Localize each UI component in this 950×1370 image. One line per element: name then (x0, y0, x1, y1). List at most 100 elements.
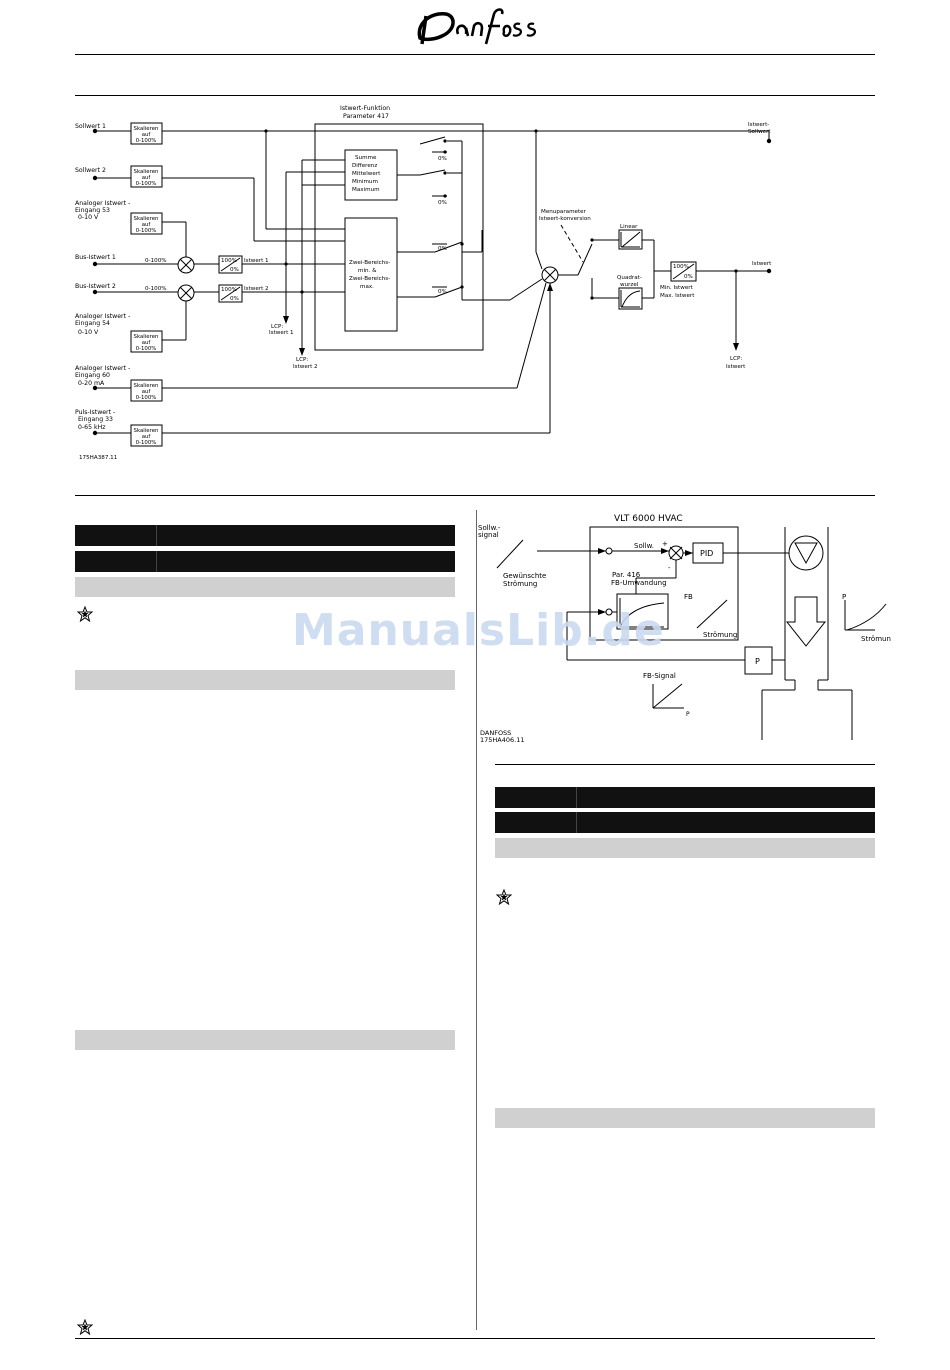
scale-5-l1: Skalieren (134, 383, 159, 389)
func-mean: Mittelwert (352, 171, 381, 177)
label-istwert-1: Istwert 1 (244, 258, 269, 264)
right-table-sep-2 (576, 812, 577, 833)
label-puls-33-3: 0-65 kHz (78, 424, 106, 431)
limiter-2-top: 100% (221, 287, 237, 293)
label-analog-60-3: 0-20 mA (78, 380, 105, 387)
minus-sign: - (668, 564, 671, 572)
label-analog-54-1: Analoger Istwert - (75, 313, 130, 320)
right-table-header-1 (495, 787, 875, 808)
fb-signal-label: FB-Signal (643, 672, 676, 680)
scale-3-l1: Skalieren (134, 216, 159, 222)
scale-2-l3: 0-100% (136, 181, 157, 187)
par-416-l1: Par. 416 (612, 571, 641, 579)
lcp-3-l1: LCP: (730, 356, 742, 362)
fb-p-label: P (686, 711, 690, 718)
pid-label: PID (700, 549, 713, 558)
sollw-label: Sollw. (634, 542, 654, 550)
section-rule-2 (75, 495, 875, 496)
limiter-1-bot: 0% (230, 267, 239, 273)
sollw-signal-l2: signal (478, 531, 499, 539)
left-table-sep-1 (156, 525, 157, 546)
func-diff: Differenz (352, 163, 377, 169)
lcp-3-l2: Istwert (726, 364, 746, 370)
out-setpoint-l1: Istwert- (748, 122, 769, 128)
scale-6-l2: auf (142, 434, 151, 440)
fb-label: FB (684, 593, 693, 601)
section-rule-1 (75, 95, 875, 96)
danfoss-logo (417, 8, 536, 45)
scale-4-l1: Skalieren (134, 334, 159, 340)
limiter-1-top: 100% (221, 258, 237, 264)
scale-3-l3: 0-100% (136, 228, 157, 234)
stroemung-outer: Strömun (861, 635, 891, 643)
scale-1-l1: Skalieren (134, 126, 159, 132)
label-max-istwert: Max. Istwert (660, 293, 695, 299)
right-gray-bar-1 (495, 838, 875, 858)
scale-4-l3: 0-100% (136, 346, 157, 352)
menu-param-l2: Istwert-konversion (539, 216, 591, 222)
diagram-2-code-l1: DANFOSS (480, 729, 511, 737)
scale-2-l1: Skalieren (134, 169, 159, 175)
scale-5-l3: 0-100% (136, 395, 157, 401)
factory-setting-star-icon (77, 606, 93, 622)
stroemung-inner: Strömung (703, 631, 737, 639)
label-sqrt-l1: Quadrat- (617, 275, 642, 281)
func-max: Maximum (352, 187, 380, 193)
left-table-header-2 (75, 551, 455, 572)
range-bus-2: 0-100% (145, 286, 167, 292)
zone-l2: min. & (358, 268, 377, 274)
label-analog-53-3: 0-10 V (78, 214, 99, 221)
scale-1-l3: 0-100% (136, 138, 157, 144)
left-gray-bar-2 (75, 670, 455, 690)
range-bus-1: 0-100% (145, 258, 167, 264)
vlt-title: VLT 6000 HVAC (614, 514, 683, 524)
sollw-signal-l1: Sollw.- (478, 524, 501, 532)
label-sollwert-2: Sollwert 2 (75, 167, 106, 174)
left-table-header-1 (75, 525, 455, 546)
menu-param-l1: Menuparameter (541, 209, 587, 215)
par-416-l2: FB-Umwandung (611, 579, 667, 587)
label-analog-53-2: Eingang 53 (75, 207, 110, 214)
p-box-label: P (755, 657, 760, 666)
footer-star-icon (77, 1319, 93, 1335)
scale-3-l2: auf (142, 222, 151, 228)
p-axis-label: P (842, 593, 846, 601)
gewuenscht-l2: Strömung (503, 580, 537, 588)
scale-6-l3: 0-100% (136, 440, 157, 446)
zero-4: 0% (438, 289, 447, 295)
footer-rule (75, 1338, 875, 1339)
scale-6-l1: Skalieren (134, 428, 159, 434)
left-gray-bar-3 (75, 1030, 455, 1050)
limiter-3-top: 100% (673, 264, 689, 270)
scale-5-l2: auf (142, 389, 151, 395)
label-analog-54-3: 0-10 V (78, 329, 99, 336)
right-gray-bar-2 (495, 1108, 875, 1128)
diagram-2-code-l2: 175HA406.11 (480, 736, 524, 744)
left-gray-bar-1 (75, 577, 455, 597)
label-min-istwert: Min. Istwert (660, 285, 694, 291)
left-table-sep-2 (156, 551, 157, 572)
label-puls-33-1: Puls-Istwert - (75, 409, 115, 416)
label-sollwert-1: Sollwert 1 (75, 123, 106, 130)
column-divider (476, 510, 477, 1330)
zone-l1: Zwei-Bereichs- (349, 260, 390, 266)
zero-2: 0% (438, 200, 447, 206)
factory-setting-star-icon (496, 889, 512, 905)
vlt-hvac-diagram: VLT 6000 HVAC Sollw.- signal Gewünschte … (478, 514, 891, 744)
lcp-2-l1: LCP: (296, 357, 308, 363)
zone-l4: max. (360, 284, 374, 290)
limiter-2-bot: 0% (230, 296, 239, 302)
watermark: ManualsLib.de (292, 605, 665, 656)
limiter-3-bot: 0% (684, 274, 693, 280)
label-sqrt-l2: wurzel (620, 282, 639, 288)
right-table-header-2 (495, 812, 875, 833)
label-analog-54-2: Eingang 54 (75, 320, 110, 327)
label-bus-1: Bus-Istwert 1 (75, 254, 116, 261)
scale-1-l2: auf (142, 132, 151, 138)
lcp-1-l1: LCP: (271, 324, 283, 330)
label-analog-60-2: Eingang 60 (75, 372, 110, 379)
plus-sign: + (662, 540, 668, 548)
func-min: Minimum (352, 179, 378, 185)
label-puls-33-2: Eingang 33 (78, 416, 113, 423)
label-bus-2: Bus-Istwert 2 (75, 283, 116, 290)
